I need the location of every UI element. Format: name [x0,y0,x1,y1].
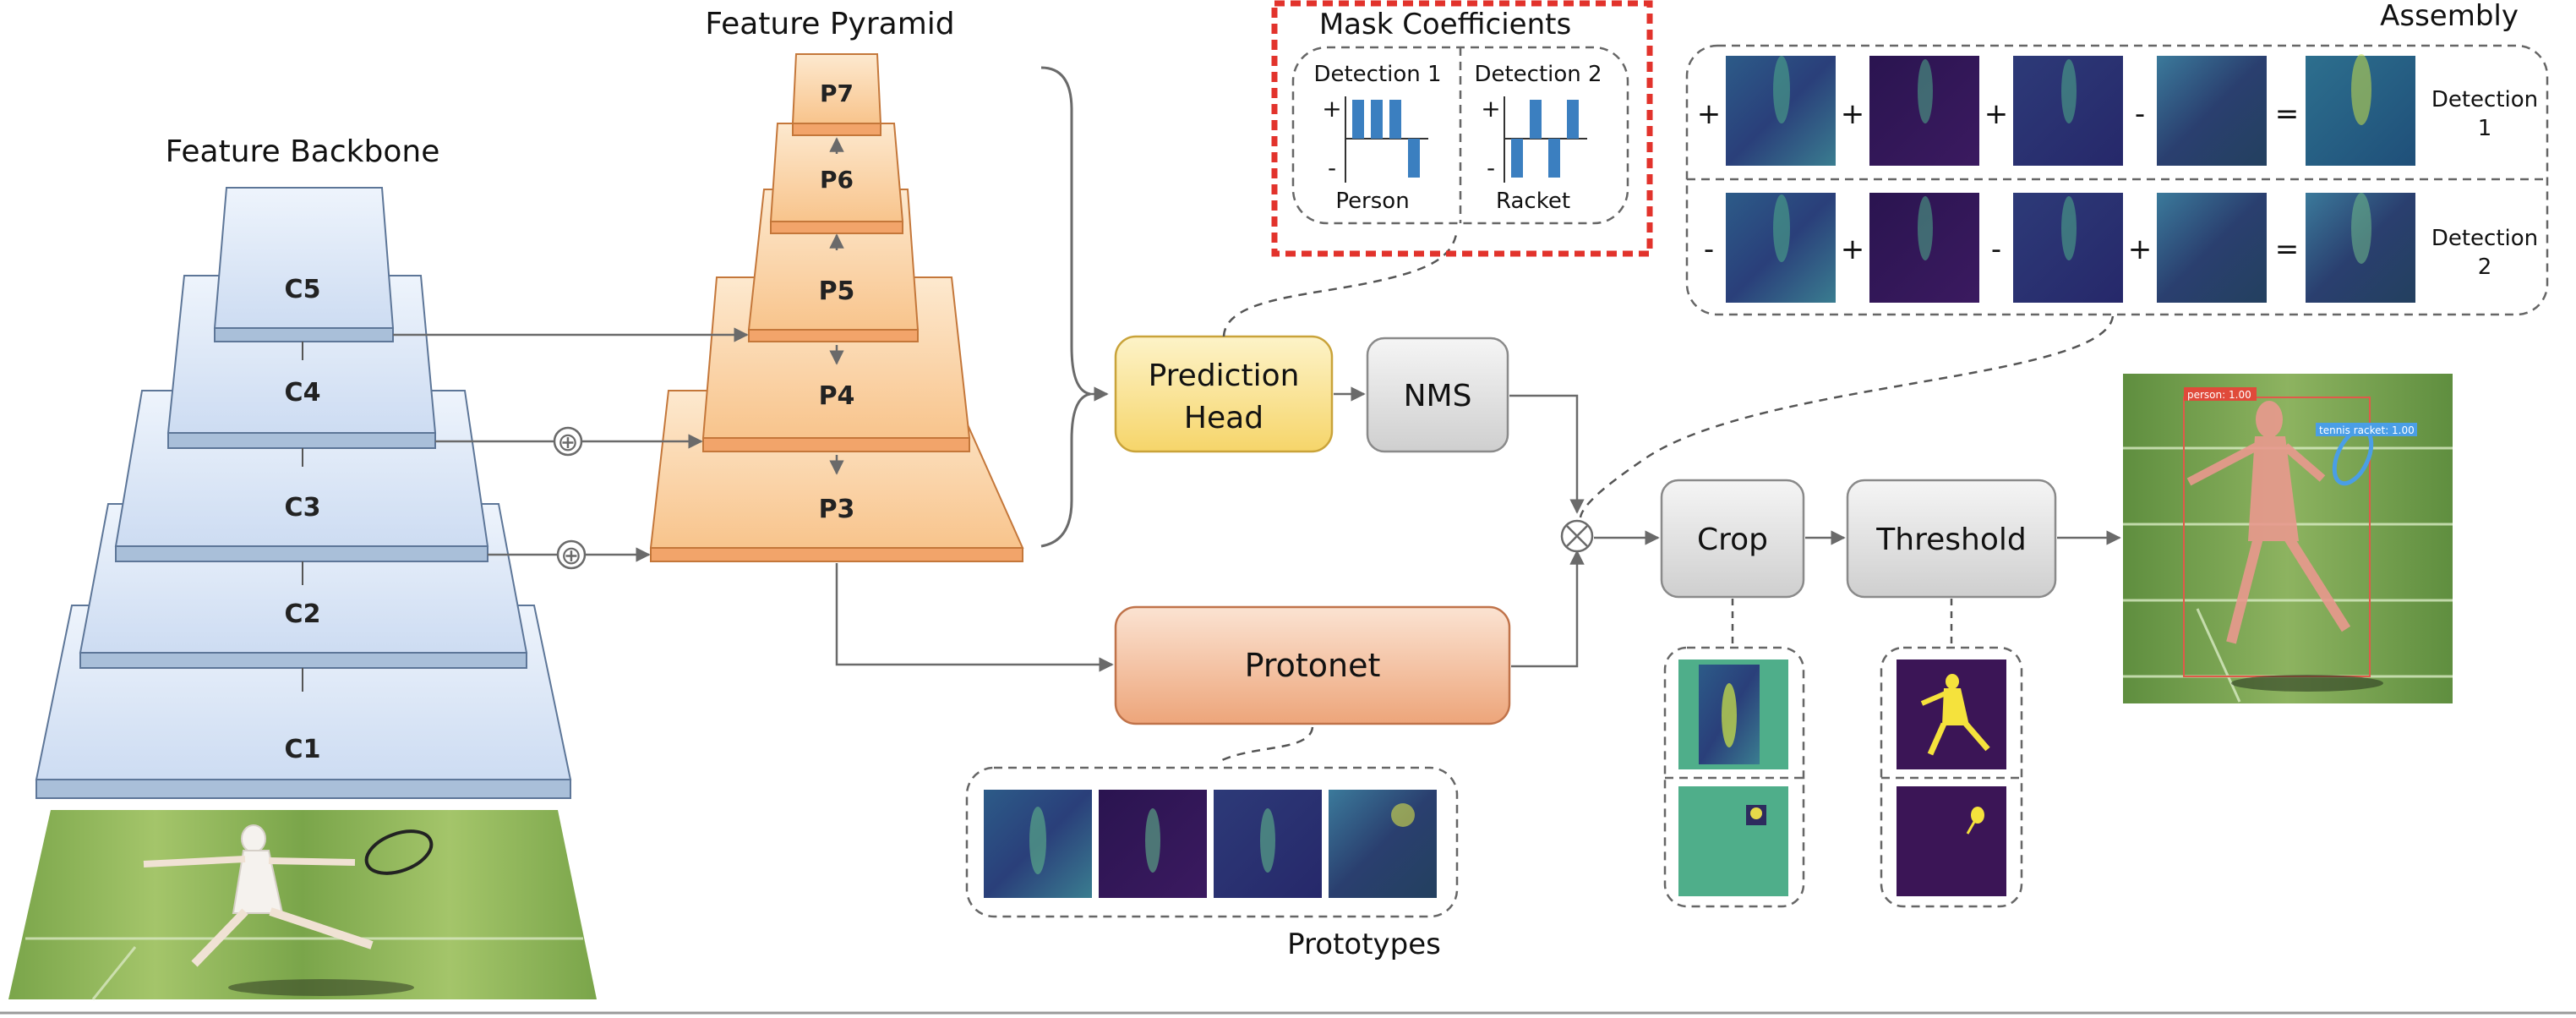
pyramid-to-protonet [835,563,1114,672]
pyramid-label-p4: P4 [819,381,855,411]
assembly-link [1579,315,2115,518]
mask-coefficients-panel: Mask Coefficients Detection 1 + - Person… [1271,0,1653,257]
pyramid-brace [1040,66,1091,548]
threshold-label: Threshold [1875,523,2026,557]
threshold-box: Threshold [1846,479,2057,599]
coef-bar-2-4 [1567,100,1579,139]
pyramid-label-p3: P3 [819,495,855,524]
assembly-row-1-sign-3: + [1984,97,2009,131]
input-image [8,810,597,1000]
pyramid-level-p6: P6 [769,123,904,234]
pyramid-label-p7: P7 [820,79,854,107]
pyramid-label-p6: P6 [820,166,854,194]
pyramid-label-p5: P5 [819,276,855,306]
assembly-row-1-sign-4: - [2135,97,2145,131]
crop-result-2 [1678,786,1788,896]
coef-detection-1: Detection 1 + - Person [1313,62,1441,214]
threshold-results-panel [1880,646,2023,908]
coef-bar-1-4 [1408,139,1420,178]
assembly-row-1-label-2: 1 [2478,116,2492,141]
coef-bar-2-3 [1548,139,1560,178]
mask-coefficients-highlight [1271,0,1653,257]
assembly-row-2-sign-4: + [2128,233,2153,266]
coef-detection-2-title: Detection 2 [1474,62,1602,87]
backbone-label-c3: C3 [285,493,321,523]
assembly-row-2: - + - + = Detection 2 [1704,193,2538,303]
add-operator-2: ⊕ [556,539,587,571]
backbone-title: Feature Backbone [166,134,440,169]
protonet-box: Protonet [1114,605,1511,725]
pyramid-level-p7: P7 [791,53,882,136]
coef-detection-2-plus: + [1481,95,1500,123]
multiply-operator [1560,519,1594,553]
assembly-row-2-sign-2: + [1841,233,1865,266]
coef-bar-1-1 [1352,100,1364,139]
coef-detection-1-plus: + [1322,95,1341,123]
coef-bars-detection-2 [1511,100,1579,178]
person-detection-label: person: 1.00 [2187,389,2251,401]
coef-bar-1-2 [1371,100,1383,139]
backbone-label-c4: C4 [285,378,321,408]
feature-pyramid: Feature Pyramid P3 P4 P5 P6 P [649,7,1024,562]
prediction-head-label-1: Prediction [1149,358,1300,393]
feature-backbone: Feature Backbone C1 C2 C3 C4 [35,134,572,799]
threshold-result-2 [1897,786,2006,896]
protonet-to-multiply [1511,550,1585,668]
prototypes-title: Prototypes [1287,928,1441,961]
backbone-label-c2: C2 [285,599,321,629]
backbone-level-c5: C5 [213,187,395,342]
racket-shape [364,829,434,875]
prototype-4 [1329,790,1437,898]
coef-detection-1-title: Detection 1 [1313,62,1441,87]
svg-text:⊕: ⊕ [557,428,578,457]
nms-box: NMS [1366,337,1509,453]
assembly-row-1-equals: = [2275,97,2300,131]
assembly-row-2-proto-4 [2157,193,2267,303]
output-image: person: 1.00 tennis racket: 1.00 [2123,374,2453,703]
assembly-row-2-label-2: 2 [2478,254,2492,280]
pyramid-title: Feature Pyramid [705,7,954,41]
coef-detection-1-minus: - [1328,154,1336,182]
protonet-label: Protonet [1245,647,1381,684]
crop-label: Crop [1697,523,1768,557]
person-mask [2186,401,2351,644]
assembly-row-1-sign-1: + [1697,97,1722,131]
coef-detection-2-minus: - [1487,154,1495,182]
assembly-row-2-sign-3: - [1991,233,2001,266]
assembly-row-1-sign-2: + [1841,97,1865,131]
assembly-row-1-proto-4 [2157,56,2267,166]
backbone-label-c5: C5 [285,275,321,304]
assembly-panel: Assembly + + + - = Detection 1 - + - + [1685,0,2549,316]
coef-detection-2: Detection 2 + - Racket [1474,62,1602,214]
assembly-row-1: + + + - = Detection 1 [1697,56,2538,166]
assembly-title: Assembly [2380,0,2519,33]
prediction-head-box: Prediction Head [1114,335,1334,453]
backbone-label-c1: C1 [285,735,321,764]
coef-bar-1-3 [1389,100,1401,139]
nms-to-multiply [1509,394,1585,514]
add-operator-1: ⊕ [553,426,583,457]
coef-link [1222,229,1459,337]
nms-label: NMS [1404,379,1472,413]
mask-coefficients-title: Mask Coefficients [1319,8,1571,41]
player-figure [143,824,374,967]
svg-text:⊕: ⊕ [560,541,581,571]
assembly-row-2-sign-1: - [1704,233,1714,266]
prediction-head-label-2: Head [1184,401,1263,435]
assembly-row-2-label-1: Detection [2431,226,2538,251]
racket-detection-label: tennis racket: 1.00 [2319,424,2415,436]
coef-bar-2-1 [1511,139,1523,178]
coef-detection-1-class: Person [1335,189,1409,214]
prototypes-panel: Prototypes [965,766,1459,961]
crop-box: Crop [1660,479,1805,599]
prototypes-link [1216,726,1314,764]
coef-bars-detection-1 [1352,100,1420,178]
assembly-row-1-label-1: Detection [2431,87,2538,112]
coef-bar-2-2 [1530,100,1542,139]
crop-results-panel [1663,646,1805,908]
assembly-row-2-equals: = [2275,233,2300,266]
assembly-silhouettes [1773,54,2371,264]
coef-detection-2-class: Racket [1496,189,1570,214]
